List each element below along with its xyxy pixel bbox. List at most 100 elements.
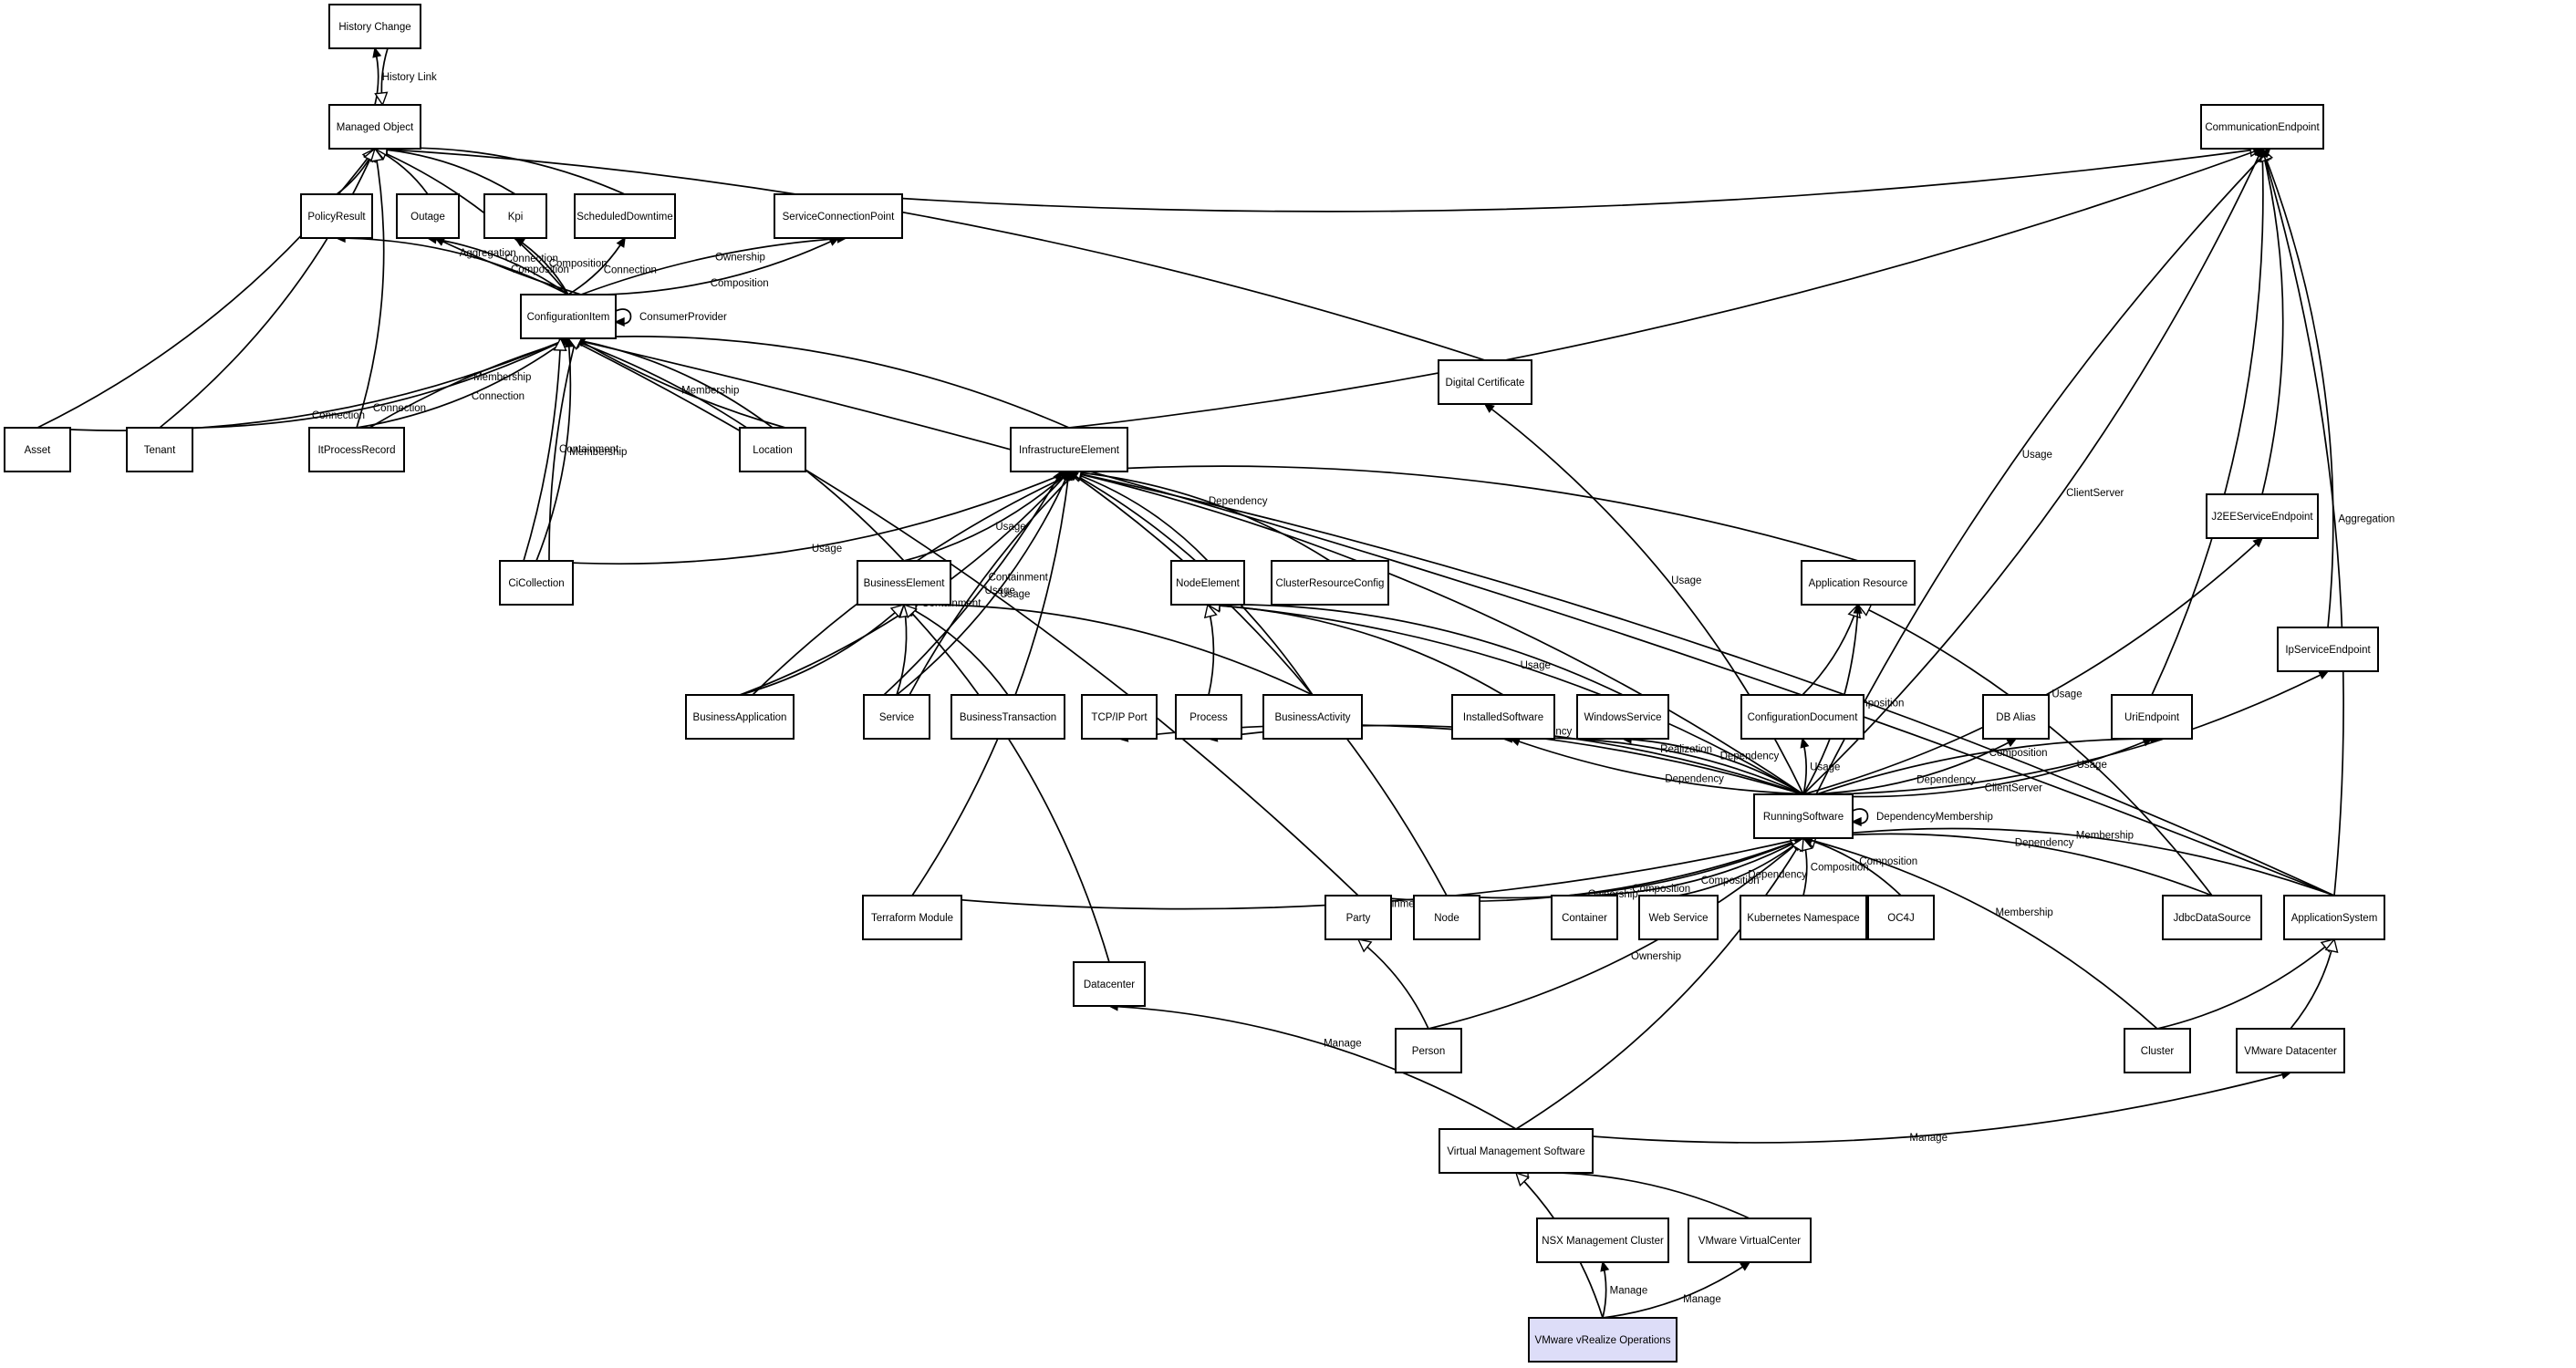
class-node-vmware-virtualcenter[interactable]: VMware VirtualCenter <box>1688 1218 1812 1263</box>
class-node-asset[interactable]: Asset <box>4 427 71 472</box>
class-node-outage[interactable]: Outage <box>396 193 460 239</box>
class-node-oc4j[interactable]: OC4J <box>1867 895 1935 940</box>
class-node-jdbc-data-source[interactable]: JdbcDataSource <box>2162 895 2262 940</box>
edge-line <box>1068 148 2263 429</box>
class-node-cluster-resource-config[interactable]: ClusterResourceConfig <box>1271 560 1389 606</box>
class-name: Digital Certificate <box>1446 378 1525 389</box>
class-name: InfrastructureElement <box>1019 445 1120 456</box>
class-box <box>1982 694 2050 740</box>
class-node-datacenter[interactable]: Datacenter <box>1073 961 1146 1007</box>
class-node-windows-service[interactable]: WindowsService <box>1576 694 1669 740</box>
edge-label: Usage <box>1810 762 1840 772</box>
class-node-j2ee-service-endpoint[interactable]: J2EEServiceEndpoint <box>2206 493 2319 539</box>
edge-asset-to-managed_object <box>36 147 376 429</box>
class-box <box>2283 895 2385 940</box>
edge-application_resource-to-infrastructure_element <box>1067 463 1859 562</box>
class-node-managed-object[interactable]: Managed Object <box>328 104 421 150</box>
edge-label: Composition <box>1811 863 1869 874</box>
class-node-kpi[interactable]: Kpi <box>483 193 547 239</box>
class-node-communication-endpoint[interactable]: CommunicationEndpoint <box>2200 104 2324 150</box>
class-node-configuration-item[interactable]: ConfigurationItem <box>520 294 617 339</box>
class-node-person[interactable]: Person <box>1395 1028 1462 1073</box>
class-node-infrastructure-element[interactable]: InfrastructureElement <box>1010 427 1128 472</box>
edge-line <box>2261 148 2334 628</box>
class-node-nsx-management-cluster[interactable]: NSX Management Cluster <box>1536 1218 1669 1263</box>
class-node-business-activity[interactable]: BusinessActivity <box>1262 694 1363 740</box>
edge-line <box>1207 603 1624 696</box>
class-node-configuration-document[interactable]: ConfigurationDocument <box>1740 694 1864 740</box>
class-node-location[interactable]: Location <box>739 427 806 472</box>
edge-line <box>36 148 376 429</box>
edge-line <box>1068 465 1859 562</box>
class-node-db-alias[interactable]: DB Alias <box>1982 694 2050 740</box>
edge-label: Connection <box>604 265 657 276</box>
class-node-cluster[interactable]: Cluster <box>2124 1028 2191 1073</box>
class-node-service[interactable]: Service <box>863 694 930 740</box>
edge-application_system-to-infrastructure_element <box>1067 467 2335 896</box>
edge-line <box>1515 1072 2291 1144</box>
class-node-container[interactable]: Container <box>1551 895 1618 940</box>
class-node-vmware-datacenter[interactable]: VMware Datacenter <box>2236 1028 2345 1073</box>
class-node-policy-result[interactable]: PolicyResult <box>300 193 373 239</box>
class-node-application-system[interactable]: ApplicationSystem <box>2283 895 2385 940</box>
class-node-application-resource[interactable]: Application Resource <box>1801 560 1916 606</box>
class-node-digital-certificate[interactable]: Digital Certificate <box>1438 359 1532 405</box>
class-node-service-connection-point[interactable]: ServiceConnectionPoint <box>774 193 903 239</box>
edge-scheduled_downtime-to-managed_object <box>373 140 626 195</box>
class-name: NSX Management Cluster <box>1542 1236 1664 1247</box>
class-box <box>2124 1028 2191 1073</box>
class-node-vmware-vrealize-operations[interactable]: VMware vRealize Operations <box>1528 1317 1678 1363</box>
class-node-tenant[interactable]: Tenant <box>126 427 193 472</box>
class-node-it-process-record[interactable]: ItProcessRecord <box>308 427 405 472</box>
edge-labels-layer: History LinkConnectionAggregationConnect… <box>312 72 2394 1305</box>
edge-line <box>523 337 562 562</box>
class-node-tcpip-port[interactable]: TCP/IP Port <box>1081 694 1158 740</box>
class-node-party[interactable]: Party <box>1324 895 1392 940</box>
class-name: BusinessApplication <box>693 712 787 723</box>
edge-line <box>903 471 1070 562</box>
class-name: BusinessActivity <box>1274 712 1350 723</box>
class-node-scheduled-downtime[interactable]: ScheduledDowntime <box>574 193 676 239</box>
class-node-uri-endpoint[interactable]: UriEndpoint <box>2111 694 2193 740</box>
class-box <box>1801 560 1916 606</box>
edge-line <box>1584 837 1804 896</box>
class-node-business-application[interactable]: BusinessApplication <box>685 694 795 740</box>
edge-infrastructure_element-to-communication_endpoint <box>1068 147 2264 429</box>
class-name: InstalledSoftware <box>1463 712 1543 723</box>
class-node-ip-service-endpoint[interactable]: IpServiceEndpoint <box>2277 627 2379 672</box>
generalization-arrowhead <box>902 603 918 619</box>
edge-label: ClientServer <box>2066 488 2124 499</box>
class-node-business-transaction[interactable]: BusinessTransaction <box>950 694 1065 740</box>
edge-label: Ownership <box>1631 951 1681 962</box>
edge-label: Usage <box>1521 660 1551 671</box>
class-name: Person <box>1412 1046 1445 1057</box>
class-node-installed-software[interactable]: InstalledSoftware <box>1451 694 1555 740</box>
edge-line <box>1802 837 2158 1030</box>
edge-label: Connection <box>312 410 365 421</box>
class-node-running-software[interactable]: RunningSoftware <box>1753 793 1854 839</box>
class-box <box>483 193 547 239</box>
edge-line <box>2261 148 2284 495</box>
class-node-virtual-management-software[interactable]: Virtual Management Software <box>1439 1128 1594 1174</box>
edge-line <box>1207 604 1215 696</box>
edge-line <box>535 337 572 562</box>
class-node-node-element[interactable]: NodeElement <box>1170 560 1245 606</box>
association-arrowhead <box>2259 147 2270 159</box>
class-node-process[interactable]: Process <box>1175 694 1242 740</box>
class-node-ci-collection[interactable]: CiCollection <box>499 560 574 606</box>
edge-line <box>427 237 569 295</box>
class-box <box>328 4 421 49</box>
class-name: VMware Datacenter <box>2244 1046 2337 1057</box>
class-node-terraform-module[interactable]: Terraform Module <box>862 895 962 940</box>
class-node-business-element[interactable]: BusinessElement <box>857 560 951 606</box>
class-box <box>1638 895 1719 940</box>
class-node-web-service[interactable]: Web Service <box>1638 895 1719 940</box>
class-name: ScheduledDowntime <box>576 212 672 223</box>
edge-business_application-to-business_element <box>739 603 906 696</box>
class-node-node[interactable]: Node <box>1413 895 1480 940</box>
class-node-kubernetes-namespace[interactable]: Kubernetes Namespace <box>1740 895 1867 940</box>
edge-it_process_record-to-managed_object <box>356 147 385 429</box>
class-box <box>126 427 193 472</box>
edge-line <box>1068 471 1331 562</box>
class-node-history-change[interactable]: History Change <box>328 4 421 49</box>
